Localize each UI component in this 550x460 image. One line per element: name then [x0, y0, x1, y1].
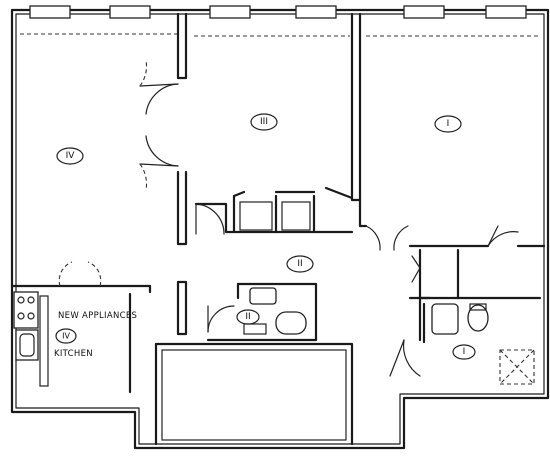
room-ii-label: II	[297, 259, 302, 269]
room-iv-label: IV	[66, 151, 76, 161]
bath-ii-label: II	[245, 312, 250, 322]
appliances-note: NEW APPLIANCES	[58, 311, 137, 321]
bath-i-label: I	[463, 347, 466, 357]
room-ii-marker	[286, 255, 314, 273]
interior-walls	[10, 12, 546, 446]
bath-i-sink	[431, 303, 459, 335]
room-i-marker	[434, 115, 462, 133]
doors	[58, 59, 519, 377]
bath-ii-marker	[236, 309, 260, 325]
kitchen-label: KITCHEN	[54, 349, 93, 359]
fixtures	[13, 287, 535, 387]
windows	[20, 5, 540, 37]
bath-i-shower	[499, 349, 535, 385]
bath-ii-sink	[249, 287, 277, 305]
bath-i-toilet	[467, 304, 489, 332]
exterior-walls	[10, 8, 550, 450]
room-i-label: I	[447, 119, 450, 129]
room-iii-marker	[250, 113, 278, 131]
bath-ii-toilet	[275, 311, 307, 335]
kitchen-room-label: IV	[62, 332, 70, 341]
stove	[13, 291, 39, 329]
room-labels: IV III I II II I IV NEW APPLIANCES KITCH…	[54, 113, 476, 360]
kitchen-marker	[55, 328, 77, 344]
bath-i-marker	[452, 344, 476, 360]
room-iii-label: III	[260, 117, 268, 127]
room-iv-marker	[56, 147, 84, 165]
kitchen-sink	[15, 329, 39, 361]
